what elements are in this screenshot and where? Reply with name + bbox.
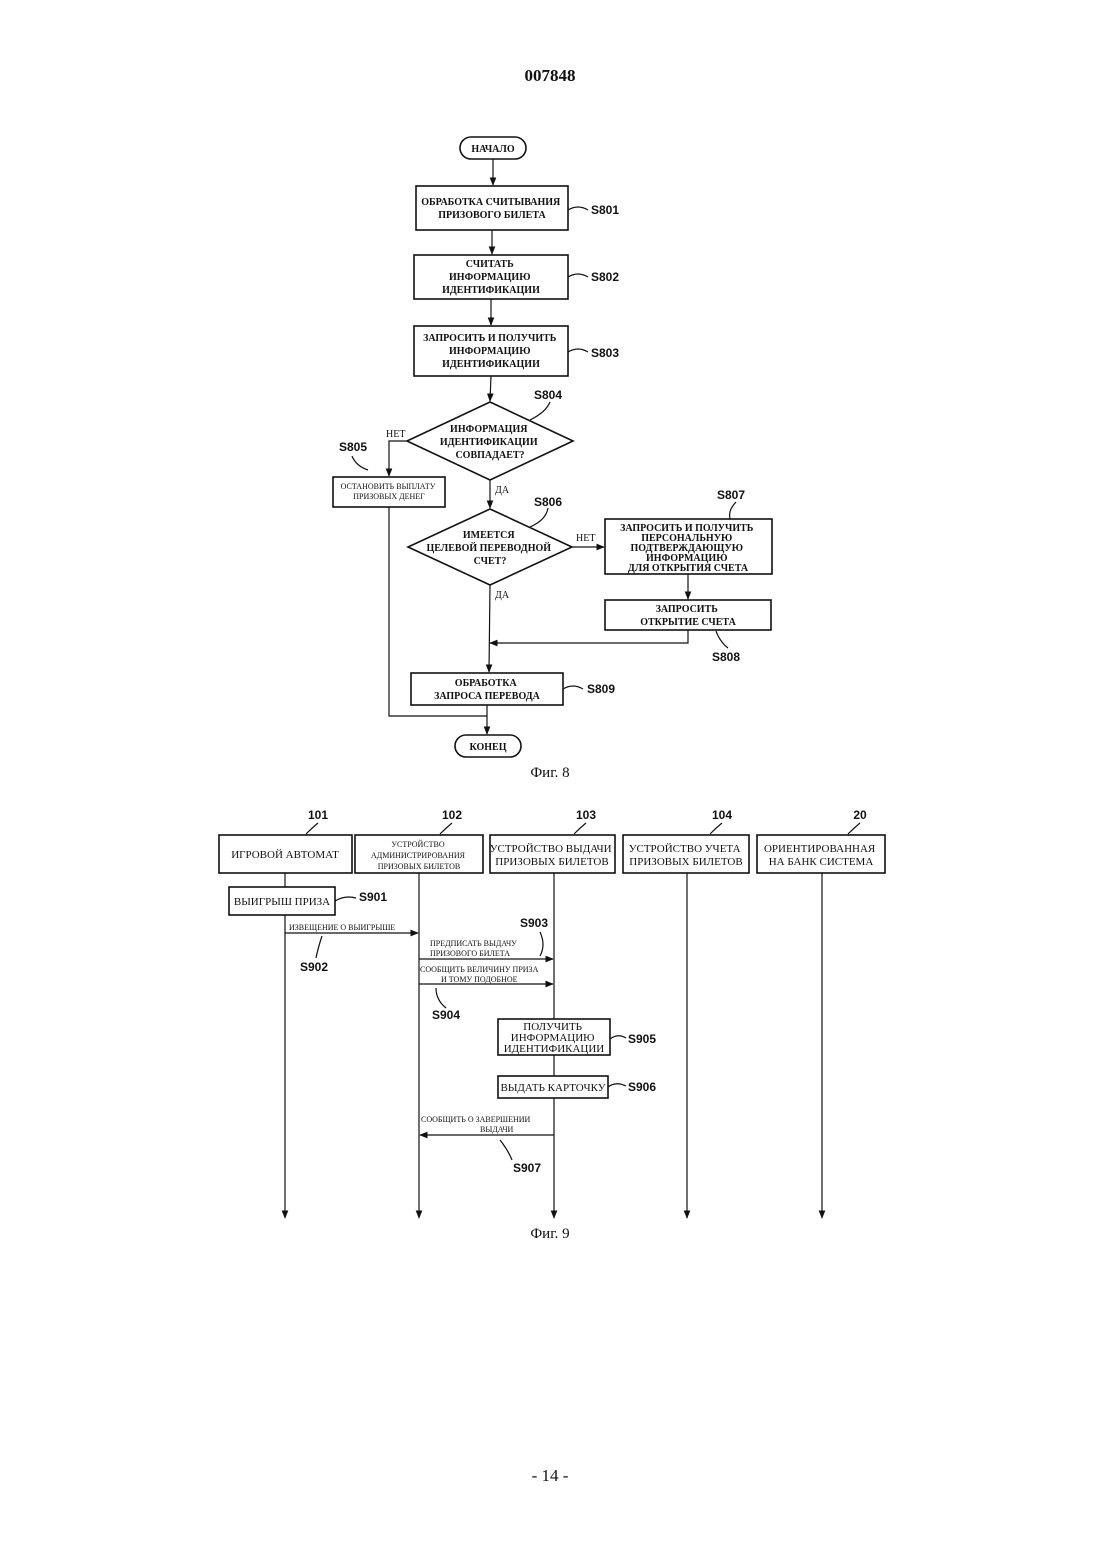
msg-s902-text: ИЗВЕЩЕНИЕ О ВЫИГРЫШЕ <box>289 923 395 932</box>
s806-leader <box>530 508 548 527</box>
fig8-caption: Фиг. 8 <box>530 765 569 781</box>
msg-s902-id: S902 <box>300 960 328 974</box>
arrow-s806-yes-s809 <box>489 585 490 672</box>
s807-leader <box>730 502 736 519</box>
s906-leader <box>608 1084 626 1087</box>
step-s807-text: ЗАПРОСИТЬ И ПОЛУЧИТЬ ПЕРСОНАЛЬНУЮ ПОДТВЕ… <box>620 523 756 574</box>
step-s802-id: S802 <box>591 270 619 284</box>
step-s905-id: S905 <box>628 1032 656 1046</box>
msg-s904-id: S904 <box>432 1008 460 1022</box>
arrow-s803-s804 <box>490 376 491 401</box>
step-s803-id: S803 <box>591 346 619 360</box>
step-s807-id: S807 <box>717 488 745 502</box>
s804-no-label: НЕТ <box>386 429 405 440</box>
entity-101-label: ИГРОВОЙ АВТОМАТ <box>231 849 339 861</box>
step-s801-box <box>416 186 568 230</box>
step-s809-id: S809 <box>587 682 615 696</box>
s804-leader <box>530 402 550 420</box>
msg-s904-text: СООБЩИТЬ ВЕЛИЧИНУ ПРИЗА И ТОМУ ПОДОБНОЕ <box>420 965 540 984</box>
entity-101-leader <box>306 823 318 834</box>
entity-20-leader <box>848 823 860 834</box>
step-s801-id: S801 <box>591 203 619 217</box>
decision-s804-id: S804 <box>534 388 562 402</box>
step-s805-text: ОСТАНОВИТЬ ВЫПЛАТУ ПРИЗОВЫХ ДЕНЕГ <box>341 482 438 501</box>
entity-103-ref: 103 <box>576 808 596 822</box>
s806-yes-label: ДА <box>495 590 510 601</box>
s801-leader <box>568 207 588 210</box>
msg-s907-text: СООБЩИТЬ О ЗАВЕРШЕНИИ ВЫДАЧИ <box>421 1115 532 1134</box>
entity-102-leader <box>440 823 452 834</box>
s902-leader <box>316 936 322 958</box>
step-s906-text: ВЫДАТЬ КАРТОЧКУ <box>500 1082 605 1094</box>
entity-103-leader <box>574 823 586 834</box>
entity-102-ref: 102 <box>442 808 462 822</box>
s809-leader <box>563 686 583 689</box>
s803-leader <box>568 349 588 352</box>
s901-leader <box>335 897 356 901</box>
msg-s907-id: S907 <box>513 1161 541 1175</box>
decision-s806-id: S806 <box>534 495 562 509</box>
s903-leader <box>540 932 543 956</box>
msg-s903-text: ПРЕДПИСАТЬ ВЫДАЧУ ПРИЗОВОГО БИЛЕТА <box>430 939 519 958</box>
step-s901-text: ВЫИГРЫШ ПРИЗА <box>234 896 330 908</box>
arrow-s804-no-s805 <box>389 441 407 476</box>
step-s906-id: S906 <box>628 1080 656 1094</box>
entity-104-label: УСТРОЙСТВО УЧЕТА ПРИЗОВЫХ БИЛЕТОВ <box>629 843 744 868</box>
s804-yes-label: ДА <box>495 485 510 496</box>
fig9-caption: Фиг. 9 <box>530 1226 569 1242</box>
s802-leader <box>568 274 588 277</box>
entity-20-label: ОРИЕНТИРОВАННАЯ НА БАНК СИСТЕМА <box>764 843 878 868</box>
s905-leader <box>610 1036 626 1039</box>
msg-s903-id: S903 <box>520 916 548 930</box>
entity-103-label: УСТРОЙСТВО ВЫДАЧИ ПРИЗОВЫХ БИЛЕТОВ <box>490 843 615 868</box>
end-label: КОНЕЦ <box>469 742 506 753</box>
s907-leader <box>500 1140 512 1160</box>
s904-leader <box>436 988 446 1008</box>
arrow-s808-join <box>490 630 688 643</box>
step-s901-id: S901 <box>359 890 387 904</box>
s806-no-label: НЕТ <box>576 533 595 544</box>
entity-101-ref: 101 <box>308 808 328 822</box>
step-s805-id: S805 <box>339 440 367 454</box>
step-s808-id: S808 <box>712 650 740 664</box>
s808-leader <box>716 631 728 648</box>
entity-104-ref: 104 <box>712 808 732 822</box>
entity-104-leader <box>710 823 722 834</box>
sequence-fig9: 101 ИГРОВОЙ АВТОМАТ 102 УСТРОЙСТВО АДМИН… <box>219 808 885 1242</box>
start-label: НАЧАЛО <box>471 144 514 155</box>
entity-20-ref: 20 <box>853 808 867 822</box>
page-number: - 14 - <box>0 1466 1100 1486</box>
flowchart-fig8: НАЧАЛО ОБРАБОТКА СЧИТЫВАНИЯ ПРИЗОВОГО БИ… <box>333 137 772 781</box>
s805-leader <box>352 456 368 470</box>
